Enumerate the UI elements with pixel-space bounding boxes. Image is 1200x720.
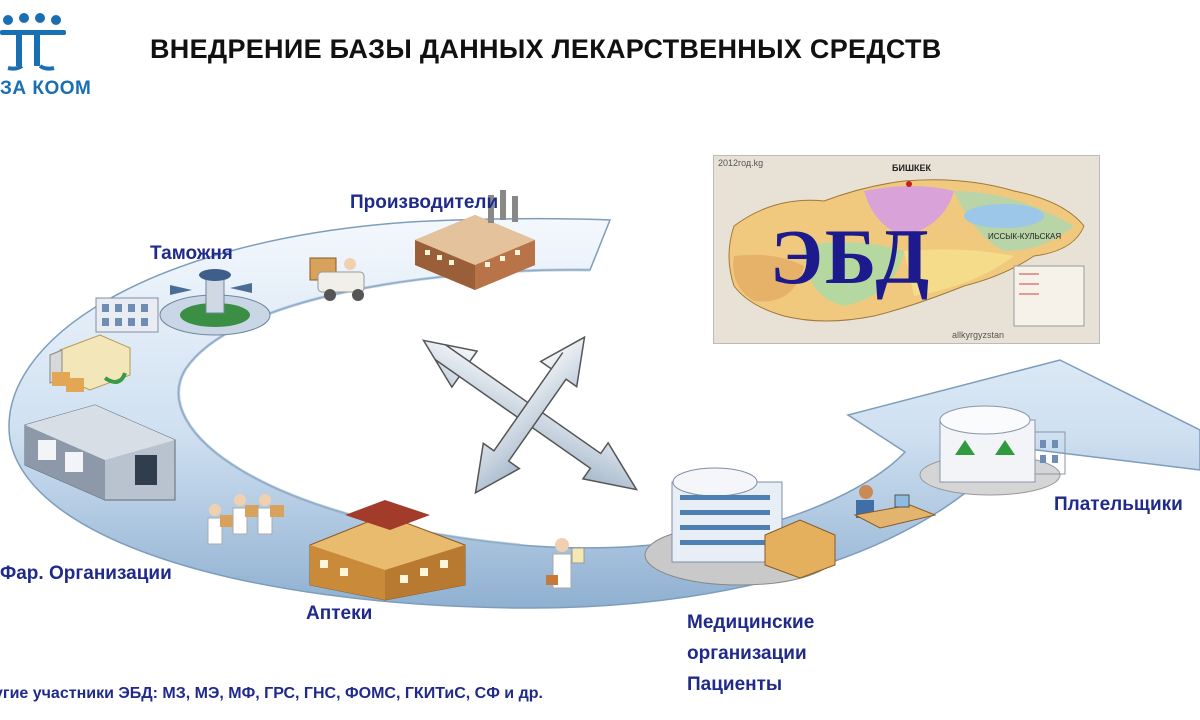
map-city-label: БИШКЕК [892,163,931,173]
logo-text: ЗА КООМ [0,78,92,99]
warehouse-icon [24,404,176,501]
label-payers: Плательщики [1054,494,1183,515]
label-pharma-orgs: Фар. Организации [0,563,172,584]
person-document-icon [546,538,585,589]
label-medical-orgs-line2: организации [687,643,807,664]
logo-icon [0,13,66,71]
payer-building-icon [919,405,1066,496]
office-building-icon [95,297,159,333]
kyrgyzstan-map [713,155,1100,344]
factory-icon [415,190,535,290]
map-source-text: allkyrgyzstan [952,330,1005,340]
forklift-icon [309,257,365,301]
exchange-arrows-icon [421,335,639,495]
label-pharmacies: Аптеки [306,603,373,624]
hospital-icon [644,467,836,586]
map-region-label: ИССЫК-КУЛЬСКАЯ [988,232,1062,241]
label-producers: Производители [350,192,499,213]
customs-airport-icon [159,269,271,336]
map-header-text: 2012год.kg [718,158,764,168]
pharmacy-building-icon [309,500,466,601]
page-title: ВНЕДРЕНИЕ БАЗЫ ДАННЫХ ЛЕКАРСТВЕННЫХ СРЕД… [150,34,942,64]
label-customs: Таможня [150,243,233,264]
label-patients: Пациенты [687,674,783,695]
person-at-desk-icon [853,485,937,529]
workers-icon [207,494,284,545]
ebd-overlay-text: ЭБД [770,213,932,300]
footer-participants: угие участники ЭБД: МЗ, МЭ, МФ, ГРС, ГНС… [0,685,543,702]
delivery-truck-icon [49,334,131,392]
label-medical-orgs-line1: Медицинские [687,612,815,633]
